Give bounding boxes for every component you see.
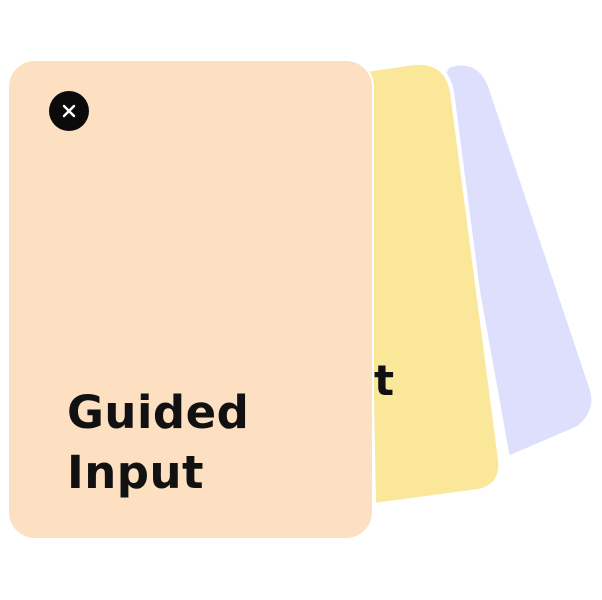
card-title: Guided Input (67, 383, 357, 503)
card-middle[interactable] (363, 60, 503, 508)
card-title-line-2: Input (67, 446, 205, 499)
close-button[interactable] (49, 91, 89, 131)
card-back[interactable] (437, 61, 596, 461)
close-icon (62, 104, 76, 118)
middle-card-text-peek: t: (374, 356, 394, 405)
card-title-line-1: Guided (67, 386, 250, 439)
card-front-guided-input[interactable]: Guided Input (7, 59, 374, 540)
